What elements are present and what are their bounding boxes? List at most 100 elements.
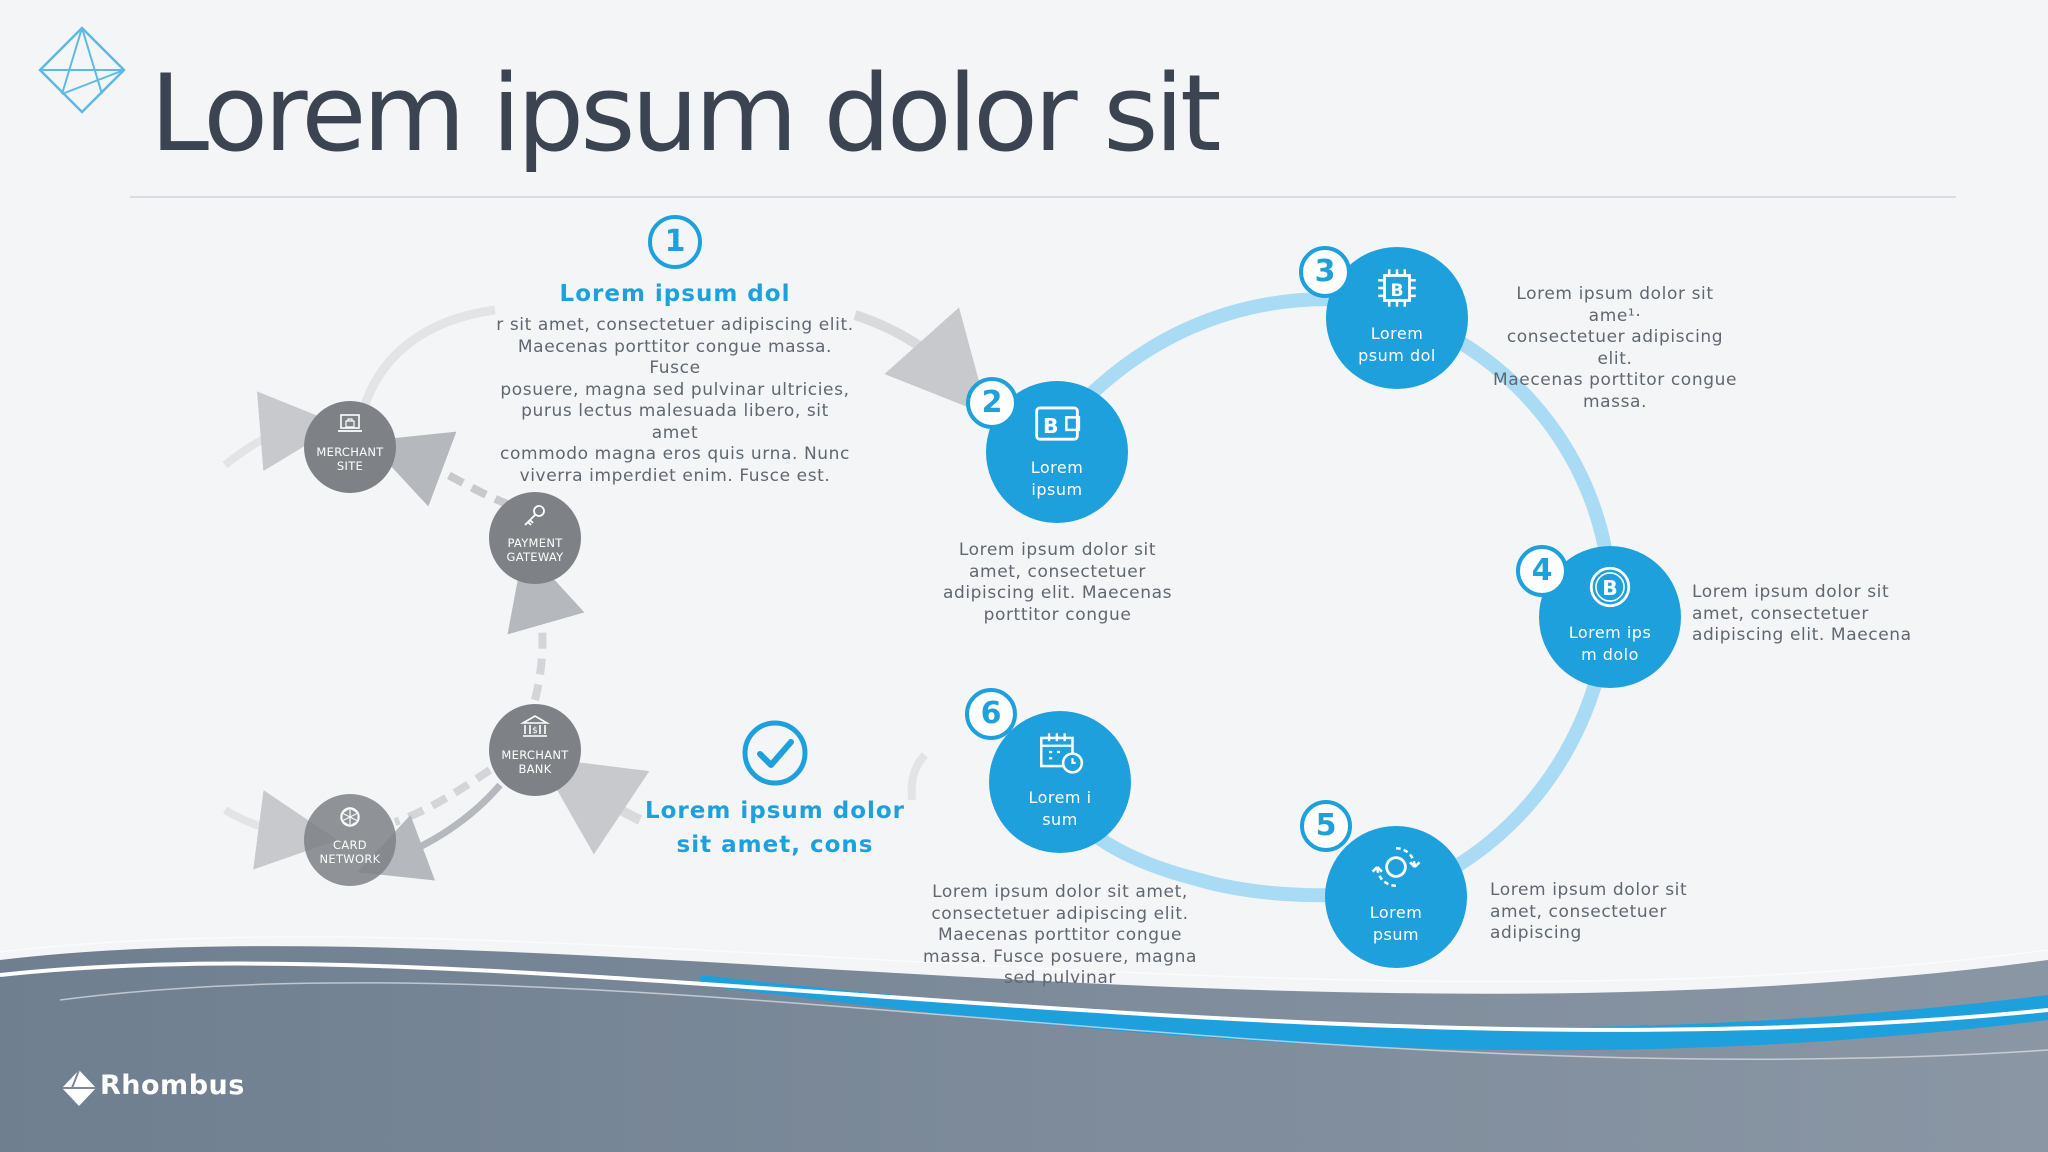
step-1-text-line: r sit amet, consectetuer adipiscing elit… xyxy=(496,315,854,335)
checkmark-heading-line: Lorem ipsum dolor xyxy=(644,798,906,824)
step-label-line: Lorem ips xyxy=(1568,623,1652,642)
bitcoin-wallet-icon: B xyxy=(1035,406,1081,441)
checkmark-block: Lorem ipsum dolor sit amet, cons xyxy=(640,718,910,862)
step-1-number-badge: 1 xyxy=(648,215,702,269)
arrow-to-step2 xyxy=(853,307,989,416)
step-label-line: Lorem i xyxy=(1028,788,1092,807)
cycle-dashed-3 xyxy=(393,766,493,826)
step-text-line: consectetuer adipiscing elit. xyxy=(931,903,1189,924)
svg-text:B: B xyxy=(1602,576,1617,600)
title-divider xyxy=(130,196,1956,198)
cycle-node-label-line: CARD xyxy=(333,838,367,852)
bitcoin-chip-icon: B xyxy=(1378,269,1416,307)
bitcoin-coin-icon: B xyxy=(1589,566,1631,608)
step-text-line: Lorem ipsum dolor sit amet, xyxy=(932,882,1188,902)
checkmark-heading-line: sit amet, cons xyxy=(676,832,874,858)
step-text-line: adipiscing elit. Maecenas xyxy=(942,583,1173,603)
step-label-line: psum dol xyxy=(1358,346,1436,365)
step-text-line: amet, consectetuer xyxy=(969,561,1146,582)
step-5-number-badge: 5 xyxy=(1300,800,1352,852)
step-text-line: Lorem ipsum dolor sit xyxy=(1490,880,1688,900)
bank-icon: $ xyxy=(520,715,550,737)
logo-icon xyxy=(38,26,126,114)
key-icon xyxy=(524,505,545,526)
step-1-block: 1 Lorem ipsum dol r sit amet, consectetu… xyxy=(495,215,855,487)
step-6-label: Lorem i sum xyxy=(989,787,1131,831)
step-6-number-badge: 6 xyxy=(965,688,1017,740)
step-label-line: ipsum xyxy=(1031,480,1083,499)
step-text-line: massa. xyxy=(1582,391,1648,412)
brand-logo-icon xyxy=(62,1070,96,1106)
step-2-number-badge: 2 xyxy=(966,377,1018,429)
step-1-text-line: Maecenas porttitor congue massa. Fusce xyxy=(517,336,833,379)
step-2-label: Lorem ipsum xyxy=(986,457,1128,501)
step-text-line: sed pulvinar xyxy=(1004,968,1116,988)
step-text-line: Maecenas porttitor congue xyxy=(1492,370,1738,390)
step-6-circle: Lorem i sum xyxy=(989,711,1131,853)
svg-text:$: $ xyxy=(532,726,538,736)
step-3-label: Lorem psum dol xyxy=(1326,323,1468,367)
step-text-line: amet, consectetuer xyxy=(1490,901,1667,922)
cycle-node-label-line: NETWORK xyxy=(319,852,381,866)
cycle-dashed-1 xyxy=(367,431,512,509)
laptop-bag-icon xyxy=(338,414,362,432)
step-text-line: Lorem ipsum dolor sit xyxy=(958,540,1157,560)
refresh-cycle-icon xyxy=(1371,847,1421,887)
step-4-number-badge: 4 xyxy=(1516,545,1568,597)
step-label-line: psum xyxy=(1372,925,1420,944)
step-1-text-line: purus lectus malesuada libero, sit amet xyxy=(521,401,829,443)
cycle-node-label-line: SITE xyxy=(336,459,364,473)
step-label-line: Lorem xyxy=(1370,324,1424,343)
step-3-number-badge: 3 xyxy=(1299,246,1351,298)
cycle-node-label-line: MERCHANT xyxy=(316,445,384,459)
step-label-line: Lorem xyxy=(1030,458,1084,477)
svg-text:B: B xyxy=(1390,281,1403,301)
cycle-solid-1 xyxy=(357,782,503,881)
network-icon xyxy=(340,807,360,827)
step-label-line: sum xyxy=(1042,810,1078,829)
calendar-clock-icon xyxy=(1040,733,1084,774)
cycle-node-label-line: MERCHANT xyxy=(501,748,569,762)
page-title: Lorem ipsum dolor sit xyxy=(150,52,1222,175)
cycle-dashed-2 xyxy=(507,546,585,701)
step-1-text-line: posuere, magna sed pulvinar ultricies, xyxy=(500,379,850,400)
step-text-line: massa. Fusce posuere, magna xyxy=(923,946,1197,967)
cycle-arc-top xyxy=(360,305,496,407)
cycle-node-label-line: PAYMENT xyxy=(507,536,563,550)
step-1-text: r sit amet, consectetuer adipiscing elit… xyxy=(495,315,855,487)
step-1-heading: Lorem ipsum dol xyxy=(559,281,791,307)
svg-text:B: B xyxy=(1043,414,1058,438)
step-3-text: Lorem ipsum dolor sit ame¹·consectetuer … xyxy=(1490,284,1740,413)
step-1-text-line: commodo magna eros quis urna. Nunc xyxy=(500,444,850,464)
step-text-line: adipiscing elit. Maecena xyxy=(1692,625,1912,645)
brand-name: Rhombus xyxy=(100,1070,245,1101)
footer-wave xyxy=(0,946,2048,1152)
step-1-text-line: viverra imperdiet enim. Fusce est. xyxy=(519,465,831,486)
step-text-line: amet, consectetuer xyxy=(1692,603,1869,624)
step-label-line: Lorem xyxy=(1369,903,1423,922)
step-label-line: m dolo xyxy=(1581,645,1639,664)
arrow-to-bank xyxy=(538,757,650,855)
step-text-line: porttitor congue xyxy=(983,604,1132,625)
checkmark-heading: Lorem ipsum dolor sit amet, cons xyxy=(640,794,910,862)
footer-wave-blue xyxy=(700,975,2048,1051)
step-text-line: Maecenas porttitor congue xyxy=(937,925,1183,945)
step-text-line: Lorem ipsum dolor sit xyxy=(1692,582,1890,602)
step-text-line: Lorem ipsum dolor sit ame¹· xyxy=(1516,284,1714,326)
cycle-node-label-line: GATEWAY xyxy=(506,550,564,564)
step-5-circle: Lorem psum xyxy=(1325,826,1467,968)
step-4-label: Lorem ips m dolo xyxy=(1539,622,1681,666)
step-text-line: adipiscing xyxy=(1490,923,1582,943)
step-text-line: consectetuer adipiscing elit. xyxy=(1506,327,1724,369)
